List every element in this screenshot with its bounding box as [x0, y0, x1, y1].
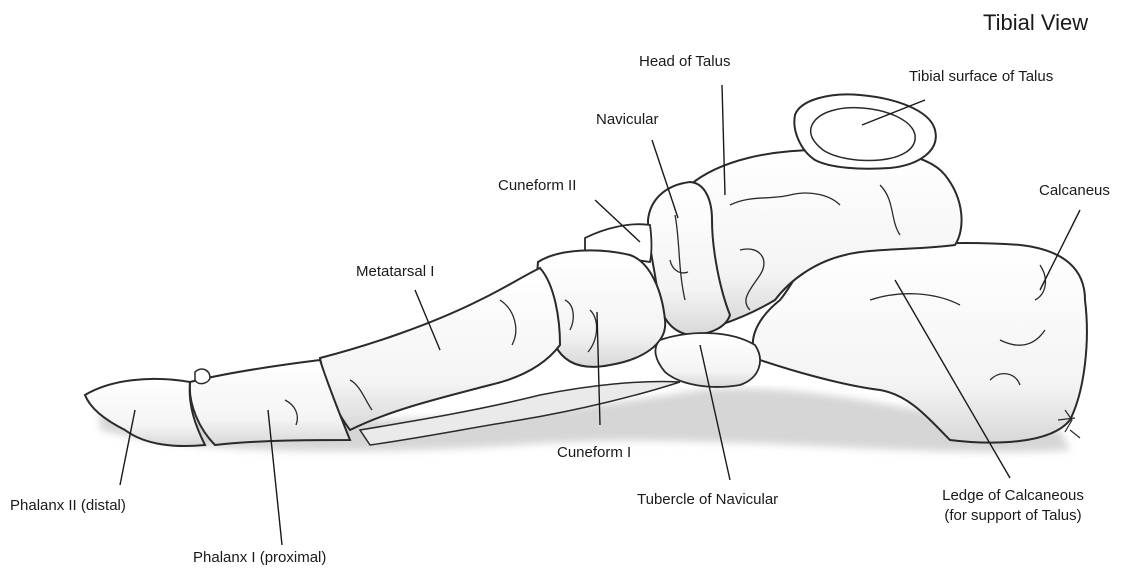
label-cuneiform-ii: Cuneform II [498, 176, 576, 196]
label-navicular: Navicular [596, 110, 659, 130]
label-ledge-line1: Ledge of Calcaneous [918, 486, 1108, 506]
label-cuneiform-i: Cuneform I [557, 443, 631, 463]
label-phalanx-ii-distal: Phalanx II (distal) [10, 496, 126, 516]
label-metatarsal-i: Metatarsal I [356, 262, 434, 282]
sesamoid [195, 369, 210, 384]
label-ledge-of-calcaneous: Ledge of Calcaneous (for support of Talu… [918, 486, 1108, 526]
label-phalanx-i-proximal: Phalanx I (proximal) [193, 548, 326, 568]
label-tubercle-of-navicular: Tubercle of Navicular [637, 490, 778, 510]
label-calcaneus: Calcaneus [1039, 181, 1110, 201]
label-ledge-line2: (for support of Talus) [918, 506, 1108, 526]
label-tibial-surface-of-talus: Tibial surface of Talus [909, 67, 1053, 87]
label-head-of-talus: Head of Talus [639, 52, 730, 72]
phalanx-ii-bone [85, 379, 205, 446]
view-title: Tibial View [983, 10, 1088, 36]
